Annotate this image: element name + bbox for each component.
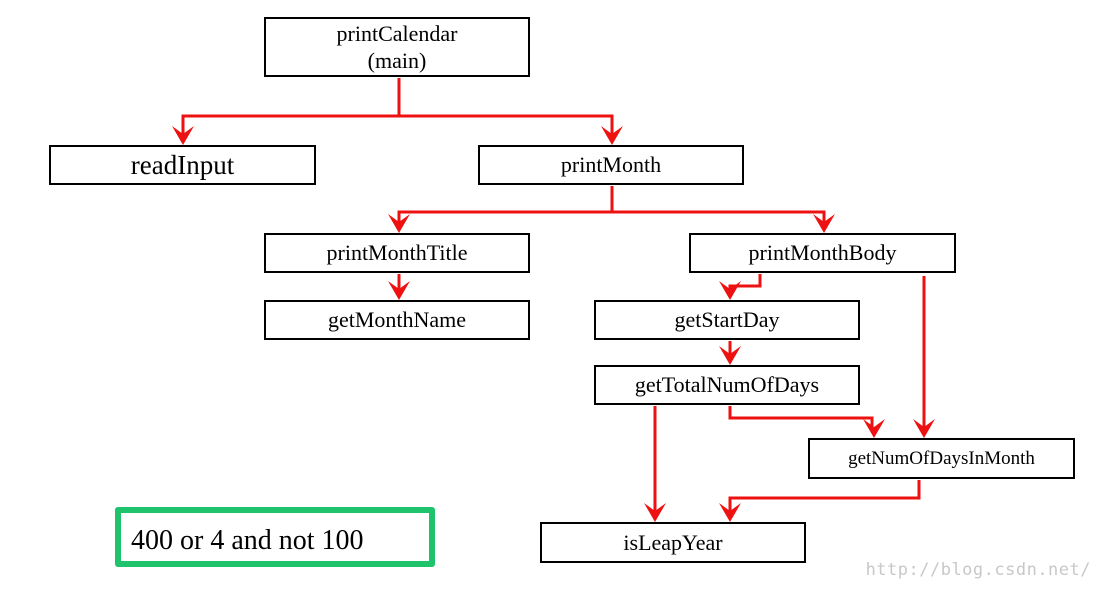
node-get-num-of-days-in-month: getNumOfDaysInMonth xyxy=(808,438,1075,479)
node-print-month: printMonth xyxy=(478,145,744,185)
node-get-total-num-of-days: getTotalNumOfDays xyxy=(594,365,860,405)
edge-days-in-month-to-leap-year-arrowhead xyxy=(719,503,741,522)
node-print-calendar: printCalendar (main) xyxy=(264,17,530,77)
edge-title-to-month-name-arrowhead xyxy=(388,281,410,300)
leap-year-rule-text: 400 or 4 and not 100 xyxy=(131,525,364,556)
edge-body-to-start-day-arrowhead xyxy=(719,281,741,300)
node-print-month-body: printMonthBody xyxy=(689,233,956,273)
edge-total-to-leap-year-arrowhead xyxy=(644,503,666,522)
node-print-calendar-label: printCalendar xyxy=(336,21,458,46)
edge-total-to-days-in-month xyxy=(728,406,874,431)
edge-calendar-branch xyxy=(181,78,401,138)
edge-calendar-branch-arrowhead xyxy=(172,126,194,145)
edge-days-in-month-to-leap-year xyxy=(728,480,921,515)
node-print-month-title: printMonthTitle xyxy=(264,233,530,273)
node-get-start-day: getStartDay xyxy=(594,300,860,340)
edge-print-month-branch xyxy=(397,186,614,226)
edge-calendar-to-print-month-arrowhead xyxy=(601,126,623,145)
edge-start-day-to-total-arrowhead xyxy=(719,346,741,365)
node-get-month-name: getMonthName xyxy=(264,300,530,340)
edge-print-month-to-body-arrowhead xyxy=(813,214,835,233)
node-is-leap-year: isLeapYear xyxy=(540,522,806,563)
edge-print-month-branch-arrowhead xyxy=(388,214,410,233)
watermark-url: http://blog.csdn.net/ xyxy=(865,560,1091,580)
node-print-calendar-sublabel: (main) xyxy=(367,48,427,73)
node-read-input: readInput xyxy=(49,145,316,185)
leap-year-rule-note: 400 or 4 and not 100 xyxy=(115,507,435,567)
edge-total-to-days-in-month-arrowhead xyxy=(863,419,885,438)
edge-print-month-to-body xyxy=(612,210,826,226)
edge-body-to-days-in-month-arrowhead xyxy=(913,419,935,438)
edge-calendar-to-print-month xyxy=(399,114,614,138)
